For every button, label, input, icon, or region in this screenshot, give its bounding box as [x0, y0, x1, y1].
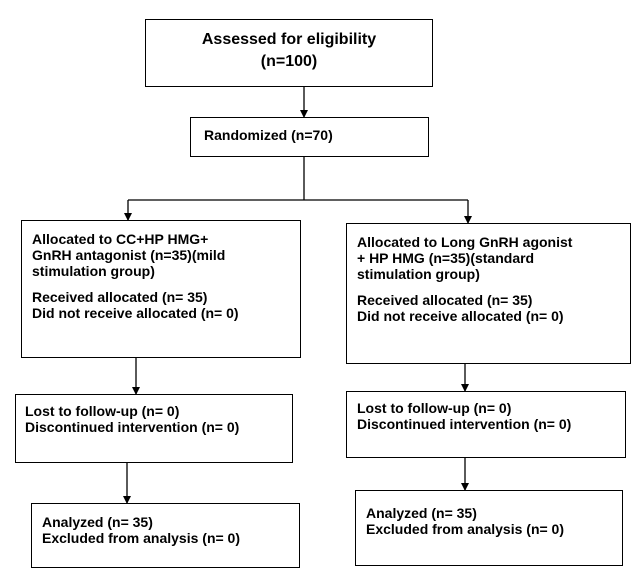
left-discontinued: Discontinued intervention (n= 0) — [25, 419, 240, 435]
right-analysis-box: Analyzed (n= 35) Excluded from analysis … — [355, 490, 623, 566]
assessed-count: (n=100) — [260, 53, 318, 70]
randomized-box: Randomized (n=70) — [190, 117, 429, 157]
assessed-box: Assessed for eligibility (n=100) — [145, 19, 433, 87]
right-allocation-line3: stimulation group) — [357, 266, 480, 282]
right-allocation-line1: Allocated to Long GnRH agonist — [357, 234, 573, 250]
left-analyzed: Analyzed (n= 35) — [42, 514, 153, 530]
right-discontinued: Discontinued intervention (n= 0) — [357, 416, 572, 432]
right-analyzed: Analyzed (n= 35) — [366, 505, 477, 521]
left-followup-box: Lost to follow-up (n= 0) Discontinued in… — [15, 394, 293, 463]
right-allocation-line2: + HP HMG (n=35)(standard — [357, 250, 535, 266]
right-lost-to-followup: Lost to follow-up (n= 0) — [357, 400, 512, 416]
right-allocation-box: Allocated to Long GnRH agonist + HP HMG … — [346, 223, 631, 364]
right-not-received: Did not receive allocated (n= 0) — [357, 308, 564, 324]
left-received-allocated: Received allocated (n= 35) — [32, 289, 208, 305]
left-analysis-box: Analyzed (n= 35) Excluded from analysis … — [31, 503, 300, 568]
left-not-received: Did not receive allocated (n= 0) — [32, 305, 239, 321]
left-lost-to-followup: Lost to follow-up (n= 0) — [25, 403, 180, 419]
right-received-allocated: Received allocated (n= 35) — [357, 292, 533, 308]
left-allocation-line1: Allocated to CC+HP HMG+ — [32, 231, 209, 247]
left-allocation-line2: GnRH antagonist (n=35)(mild — [32, 247, 226, 263]
randomized-label: Randomized (n=70) — [204, 127, 333, 143]
right-followup-box: Lost to follow-up (n= 0) Discontinued in… — [346, 391, 626, 458]
right-excluded: Excluded from analysis (n= 0) — [366, 521, 565, 537]
left-allocation-line3: stimulation group) — [32, 263, 155, 279]
left-excluded: Excluded from analysis (n= 0) — [42, 530, 241, 546]
left-allocation-box: Allocated to CC+HP HMG+ GnRH antagonist … — [21, 220, 301, 358]
assessed-title: Assessed for eligibility — [201, 31, 377, 48]
